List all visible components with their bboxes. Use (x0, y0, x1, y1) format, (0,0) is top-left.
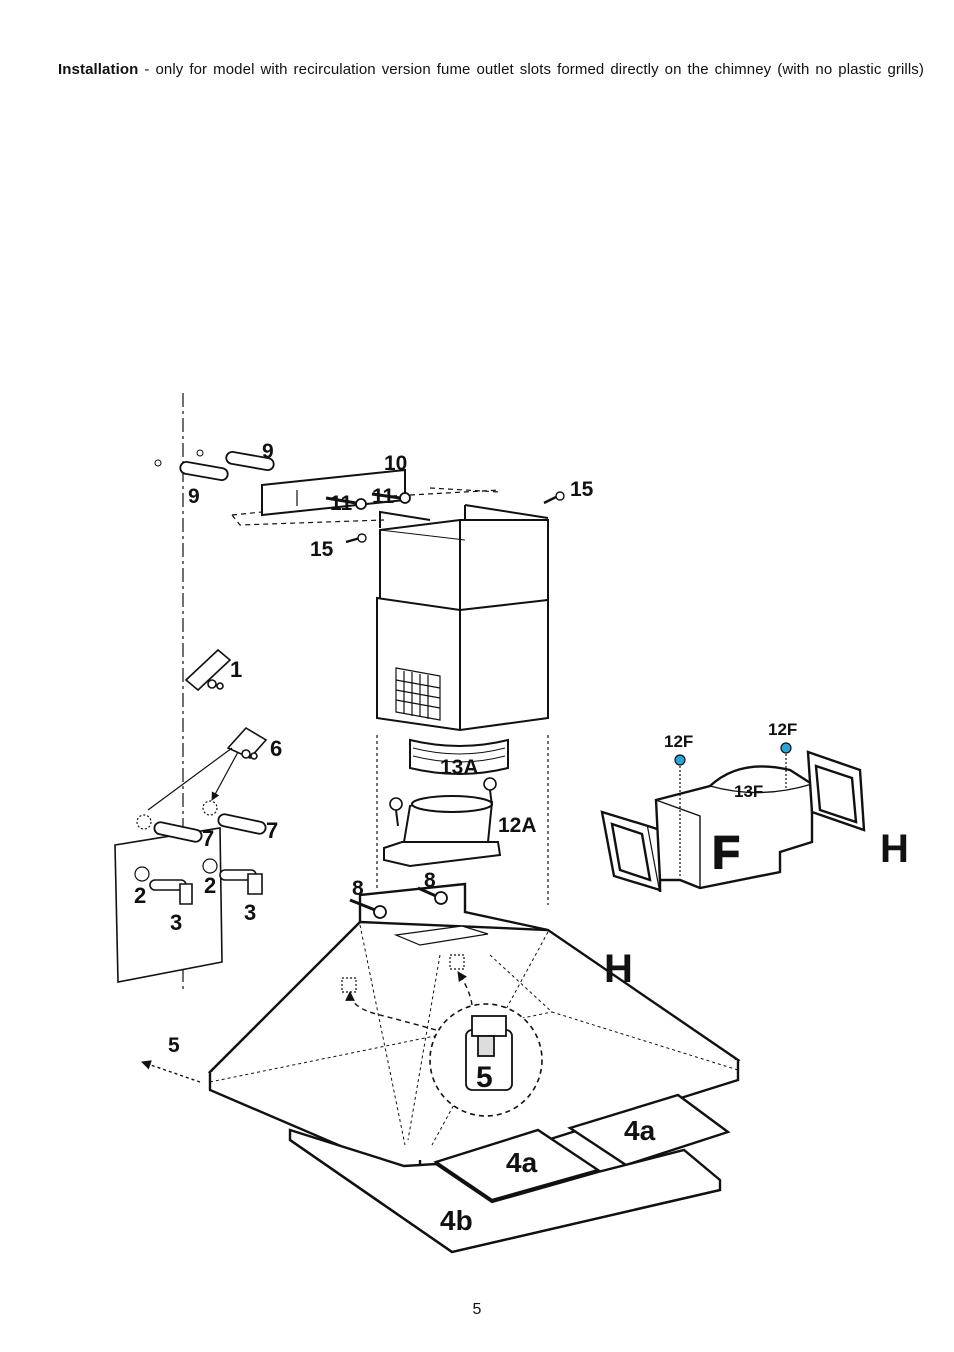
charcoal-filter-right (806, 750, 866, 832)
wall-plug-7-left (153, 821, 203, 843)
charcoal-filter-left (600, 810, 662, 892)
label-11-left: 11 (330, 492, 353, 515)
direction-arrow-5 (141, 1060, 201, 1083)
label-2-right: 2 (204, 873, 216, 898)
label-13a: 13A (440, 756, 479, 779)
label-2-left: 2 (134, 883, 146, 908)
label-3-left: 3 (170, 910, 182, 935)
wall-plug-9-upper (196, 449, 275, 472)
motor-spigot-13a (409, 738, 509, 775)
label-13f: 13F (734, 782, 763, 801)
chimney-upper (379, 519, 549, 614)
screw-12a-left (389, 797, 403, 827)
label-h-right: H (880, 827, 909, 871)
drill-mark-left (136, 814, 152, 830)
label-12f-right: 12F (768, 720, 797, 739)
grease-filter-4a-right (567, 1093, 731, 1167)
label-f: F (712, 826, 740, 878)
screw-15-left (345, 533, 367, 544)
label-8-right: 8 (424, 869, 436, 892)
screw-11-left (325, 496, 367, 510)
screw-8-left (349, 898, 387, 919)
filter-adapter-13f (654, 765, 814, 890)
screw-12f-left (674, 754, 686, 876)
drill-mark-right (202, 800, 218, 816)
heading-bold: Installation (58, 61, 139, 78)
label-3-right: 3 (244, 900, 256, 925)
label-4b: 4b (440, 1205, 473, 1236)
air-deflector-12a (383, 795, 502, 868)
drill-arrows (147, 747, 239, 811)
wall-hook-3-right (219, 869, 263, 895)
drill-icon (226, 726, 268, 760)
label-8-left: 8 (352, 877, 364, 900)
clip-slot-right (449, 954, 465, 970)
label-10: 10 (384, 452, 407, 475)
heading-text: - only for model with recirculation vers… (138, 61, 924, 78)
bracket-guide-lines (231, 487, 501, 526)
label-12a: 12A (498, 814, 537, 837)
label-7-left: 7 (202, 826, 214, 851)
label-15-left: 15 (310, 538, 334, 561)
label-7-right: 7 (266, 818, 278, 843)
chimney-guide-lines (376, 735, 549, 905)
label-12f-left: 12F (664, 732, 693, 751)
grease-filter-4a-left (433, 1128, 601, 1202)
instruction-heading: Installation - only for model with recir… (58, 61, 924, 79)
screw-12a-right (483, 777, 497, 807)
clip-slot-left (341, 977, 357, 993)
clip-arrow-right (457, 971, 473, 1006)
wall-hook-3-left (149, 879, 193, 905)
wall-plate (114, 827, 223, 983)
label-15-right: 15 (570, 478, 594, 501)
screw-11-right (371, 492, 411, 504)
chimney-top-flange (379, 504, 549, 528)
screw-15-right (543, 491, 565, 505)
label-5-arrow: 5 (168, 1034, 180, 1057)
wall-plug-7-right (217, 813, 267, 835)
label-9-upper: 9 (262, 440, 274, 463)
page-number: 5 (472, 1301, 482, 1318)
label-5-clip: 5 (476, 1061, 493, 1094)
label-1: 1 (230, 657, 242, 682)
label-4a-right: 4a (624, 1115, 656, 1146)
label-11-right: 11 (372, 485, 395, 508)
screw-8-right (417, 886, 448, 905)
filter-clip (465, 1015, 513, 1091)
clip-arrow-left (345, 991, 437, 1031)
label-6: 6 (270, 736, 282, 761)
screw-12f-right (780, 742, 792, 790)
wall-plug-9-lower (154, 459, 229, 482)
recirculation-slots (395, 667, 441, 721)
label-4a-left: 4a (506, 1147, 538, 1178)
label-h-hood: H (604, 947, 633, 991)
label-9-lower: 9 (188, 485, 200, 508)
spirit-level-icon (184, 648, 232, 692)
